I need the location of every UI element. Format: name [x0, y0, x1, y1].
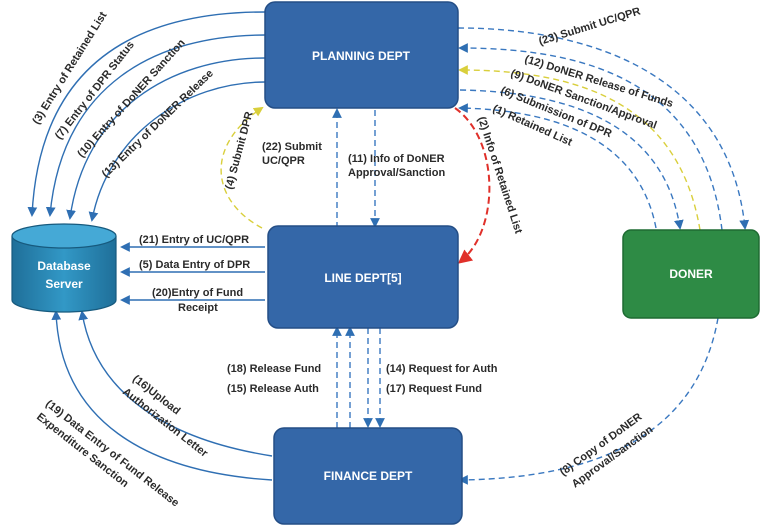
label-submit-ucqpr-doner: (23) Submit UC/QPR — [537, 5, 642, 47]
line-dept-label: LINE DEPT[5] — [324, 271, 401, 285]
line-db-arrows — [120, 242, 265, 305]
label-release-fund: (18) Release Fund — [227, 363, 321, 375]
arrow-submit-ucqpr-doner — [457, 27, 750, 230]
label-retained-list-entry: (3) Entry of Retained List — [30, 10, 109, 127]
doner-node: DONER — [622, 229, 760, 319]
label-submit-ucqpr-line1: (22) Submit — [262, 141, 322, 153]
label-info-approval-line1: (11) Info of DoNER — [348, 153, 445, 165]
planning-doner-arrows — [457, 27, 750, 231]
label-request-fund: (17) Request Fund — [386, 383, 482, 395]
doner-label: DONER — [669, 267, 713, 281]
database-label-line2: Server — [45, 277, 83, 291]
finance-dept-label: FINANCE DEPT — [324, 469, 413, 483]
arrow-upload-auth — [78, 310, 273, 457]
arrow-retained-list-entry — [27, 11, 266, 217]
database-server-node: Database Server — [11, 223, 117, 313]
line-dept-node: LINE DEPT[5] — [267, 225, 459, 329]
label-entry-fund-receipt-line2: Receipt — [178, 302, 218, 314]
planning-dept-node: PLANNING DEPT — [264, 1, 459, 109]
arrow-doner-sanction-approval — [458, 65, 701, 231]
label-dpr-status-entry: (7) Entry of DPR Status — [53, 39, 137, 142]
arrow-copy-doner — [458, 317, 719, 485]
arrow-doner-release-entry — [88, 81, 266, 222]
label-info-retained: (2) Info of Retained List — [475, 115, 524, 235]
label-submit-dpr: (4) Submit DPR — [223, 110, 255, 190]
db-planning-arrows — [27, 11, 266, 222]
arrow-doner-release-funds — [458, 43, 723, 231]
arrow-submit-dpr — [220, 106, 264, 229]
label-release-auth: (15) Release Auth — [227, 383, 319, 395]
arrow-doner-sanction-entry — [66, 57, 266, 220]
arrow-dpr-status-entry — [45, 34, 266, 217]
finance-db-arrows — [51, 310, 273, 481]
label-info-approval-line2: Approval/Sanction — [348, 167, 445, 179]
label-request-auth: (14) Request for Auth — [386, 363, 498, 375]
label-entry-fund-receipt-line1: (20)Entry of Fund — [152, 287, 243, 299]
planning-line-arrows — [220, 106, 491, 264]
line-finance-arrows — [332, 326, 385, 428]
label-data-entry-dpr: (5) Data Entry of DPR — [139, 259, 250, 271]
label-entry-ucqpr: (21) Entry of UC/QPR — [139, 234, 249, 246]
finance-dept-node: FINANCE DEPT — [273, 427, 463, 525]
label-submit-ucqpr-line2: UC/QPR — [262, 155, 305, 167]
arrow-submission-dpr — [459, 89, 684, 230]
arrow-fund-release-entry — [51, 310, 273, 481]
planning-dept-label: PLANNING DEPT — [312, 49, 411, 63]
database-label-line1: Database — [37, 259, 91, 273]
arrow-retained-list — [458, 103, 657, 229]
